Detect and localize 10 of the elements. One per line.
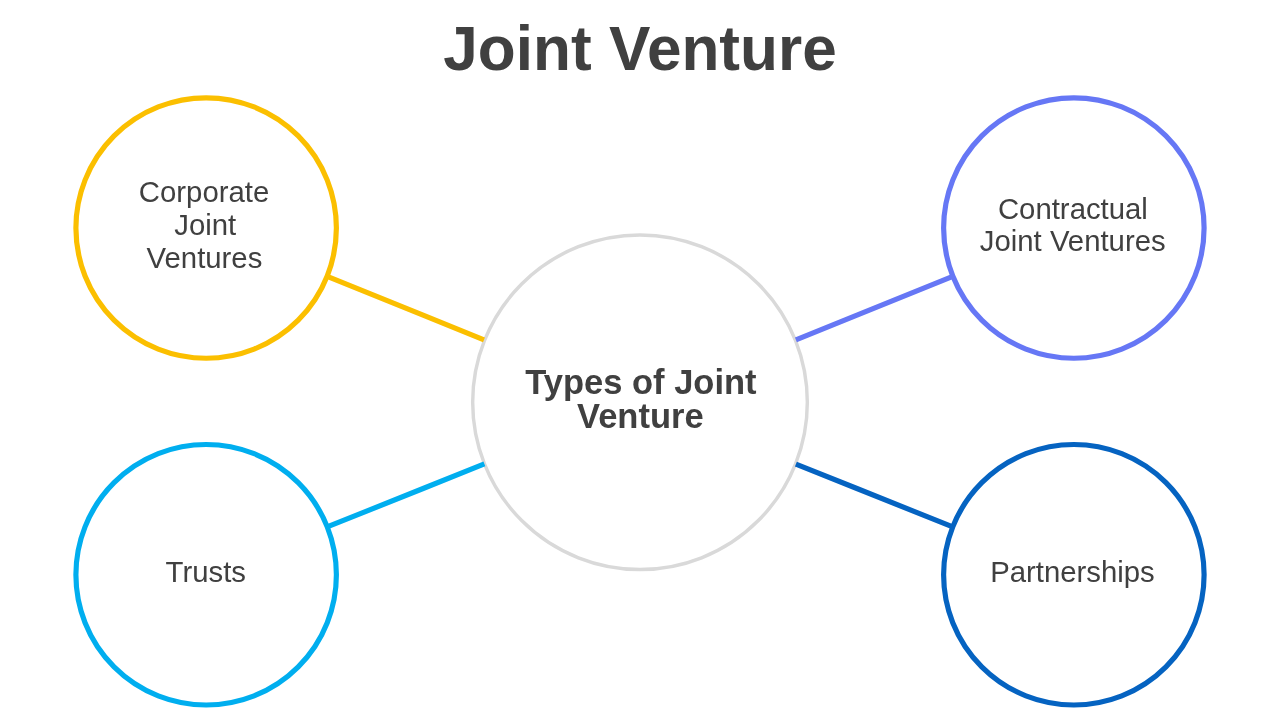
connector [794, 273, 954, 343]
diagram-title: Joint Venture [443, 13, 837, 83]
connector [326, 461, 486, 530]
node-circle: Trusts [73, 441, 339, 708]
node-circle: Contractual Joint Ventures [941, 95, 1207, 361]
node-circle: Partnerships [941, 441, 1207, 708]
connector [326, 273, 485, 343]
node-circle: Corporate Joint Ventures [73, 95, 339, 361]
connector [794, 461, 954, 530]
node-circle: Types of Joint Venture [470, 233, 810, 572]
